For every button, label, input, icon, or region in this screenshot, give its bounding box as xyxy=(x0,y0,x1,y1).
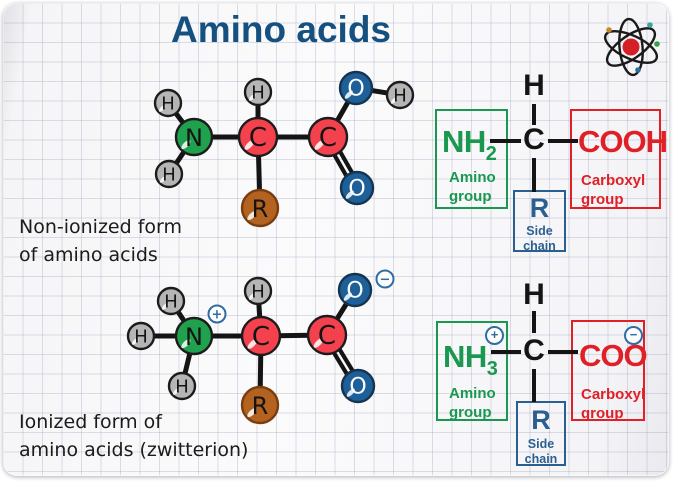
svg-text:O: O xyxy=(349,375,366,400)
svg-text:H: H xyxy=(393,86,407,107)
svg-text:O: O xyxy=(346,279,363,304)
carboxyl-formula: COOH xyxy=(578,124,668,159)
label-line: group xyxy=(581,405,624,422)
side-chain-label: Side chain xyxy=(515,224,564,254)
svg-text:C: C xyxy=(318,321,336,351)
label-line: Amino xyxy=(449,169,496,186)
bond-c-to-carboxyl xyxy=(548,350,578,354)
svg-text:H: H xyxy=(175,377,189,398)
non-ionized-caption: Non-ionized form of amino acids xyxy=(19,213,182,269)
side-chain-box: R Side chain xyxy=(513,190,566,254)
svg-text:H: H xyxy=(161,94,175,115)
svg-text:R: R xyxy=(252,392,269,420)
amino-group-box-ionized: NH3 + Amino group xyxy=(436,321,508,421)
svg-text:C: C xyxy=(249,123,267,153)
svg-text:+: + xyxy=(212,308,223,323)
minus-charge-icon: − xyxy=(624,326,643,345)
carboxyl-group-box-ionized: COO − Carboxyl group xyxy=(571,320,648,423)
bond-c-to-r xyxy=(532,158,536,192)
svg-text:C: C xyxy=(252,322,270,352)
svg-text:C: C xyxy=(319,123,337,153)
carboxyl-group-label: Carboxyl group xyxy=(581,171,645,209)
ionized-caption: Ionized form of amino acids (zwitterion) xyxy=(19,408,248,464)
bond-amino-to-c xyxy=(491,350,521,354)
label-line: Carboxyl xyxy=(581,172,646,189)
side-chain-symbol: R xyxy=(529,193,550,223)
bond-amino-to-c xyxy=(490,139,521,143)
amino-group-label: Amino group xyxy=(449,384,496,422)
label-line: Side xyxy=(527,437,555,451)
bond-h-to-c xyxy=(532,104,536,125)
formula-alpha-h: H xyxy=(523,278,545,311)
label-line: chain xyxy=(523,239,556,253)
label-line: Side xyxy=(526,224,553,238)
carboxyl-group-label: Carboxyl group xyxy=(581,385,645,423)
amino-formula-text: NH xyxy=(442,124,486,159)
svg-text:N: N xyxy=(185,323,203,351)
side-chain-symbol: R xyxy=(531,405,551,435)
formula-alpha-c: C xyxy=(523,334,545,367)
side-chain-box-ionized: R Side chain xyxy=(516,401,566,466)
amino-formula: NH3 xyxy=(443,339,498,387)
page-title: Amino acids xyxy=(171,9,391,50)
svg-text:−: − xyxy=(380,273,391,288)
carboxyl-group-box: COOH Carboxyl group xyxy=(570,109,668,209)
svg-text:R: R xyxy=(252,195,269,223)
caption-line: Non-ionized form xyxy=(19,216,183,238)
formula-alpha-c: C xyxy=(523,123,545,156)
label-line: group xyxy=(449,404,492,421)
amino-formula-text: NH xyxy=(443,339,487,374)
svg-text:H: H xyxy=(134,327,148,348)
label-line: group xyxy=(581,191,624,208)
bond-c-to-r xyxy=(532,369,536,402)
svg-text:O: O xyxy=(348,177,365,202)
amino-formula-subscript: 2 xyxy=(485,143,497,165)
amino-group-box: NH2 Amino group xyxy=(435,109,508,209)
svg-text:H: H xyxy=(251,83,265,104)
atom-icon xyxy=(603,17,660,77)
side-chain-label: Side chain xyxy=(518,437,564,467)
formula-alpha-h: H xyxy=(523,69,545,102)
amino-group-label: Amino group xyxy=(449,168,496,206)
bond-h-to-c xyxy=(532,311,536,333)
label-line: group xyxy=(449,188,492,205)
caption-line: amino acids (zwitterion) xyxy=(19,439,249,461)
label-line: Carboxyl xyxy=(581,386,646,403)
bond-c-to-carboxyl xyxy=(548,139,578,143)
svg-text:H: H xyxy=(164,292,178,313)
plus-charge-icon: + xyxy=(485,326,504,345)
svg-text:H: H xyxy=(251,282,265,303)
amino-formula-subscript: 3 xyxy=(486,358,498,380)
svg-text:H: H xyxy=(162,165,176,186)
caption-line: of amino acids xyxy=(19,244,158,266)
svg-text:N: N xyxy=(185,124,203,152)
svg-text:O: O xyxy=(347,77,364,102)
caption-line: Ionized form of xyxy=(19,411,162,433)
amino-formula: NH2 xyxy=(442,124,497,172)
label-line: chain xyxy=(524,452,558,466)
label-line: Amino xyxy=(449,385,496,402)
